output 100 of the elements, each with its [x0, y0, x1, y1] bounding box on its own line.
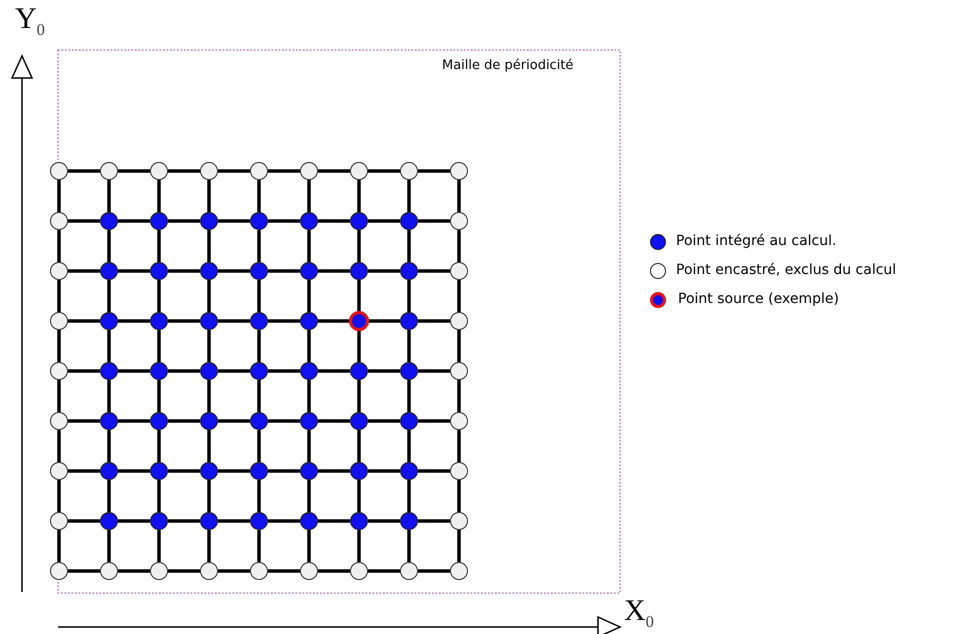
- computed-point: [300, 512, 318, 530]
- fixed-point: [50, 412, 68, 430]
- grid-line: [157, 380, 161, 412]
- fixed-point: [450, 562, 468, 580]
- grid-line: [118, 419, 150, 423]
- computed-point: [150, 362, 168, 380]
- grid-line: [357, 530, 361, 562]
- grid-line: [207, 230, 211, 262]
- grid-line: [168, 569, 200, 573]
- computed-point: [150, 212, 168, 230]
- fixed-point: [100, 562, 118, 580]
- computed-point: [250, 462, 268, 480]
- legend-text: Point intégré au calcul.: [676, 233, 836, 249]
- grid-line: [257, 480, 261, 512]
- grid-line: [268, 319, 300, 323]
- fixed-point: [450, 412, 468, 430]
- grid-line: [307, 530, 311, 562]
- fixed-point: [50, 212, 68, 230]
- grid-line: [218, 169, 250, 173]
- grid-line: [118, 469, 150, 473]
- grid-line: [368, 369, 400, 373]
- grid-line: [157, 230, 161, 262]
- grid-line: [307, 480, 311, 512]
- grid-line: [318, 269, 350, 273]
- computed-point: [400, 312, 418, 330]
- grid-line: [418, 169, 450, 173]
- grid-line: [118, 169, 150, 173]
- grid-line: [457, 180, 461, 212]
- grid-line: [218, 269, 250, 273]
- fixed-point: [50, 312, 68, 330]
- grid-line: [257, 380, 261, 412]
- legend-text: Point encastré, exclus du calcul: [676, 262, 896, 278]
- grid-line: [118, 569, 150, 573]
- grid-line: [368, 419, 400, 423]
- grid-line: [107, 330, 111, 362]
- fixed-point: [400, 562, 418, 580]
- grid-line: [57, 230, 61, 262]
- grid-line: [357, 230, 361, 262]
- grid-line: [318, 469, 350, 473]
- source-point: [349, 311, 369, 331]
- computed-point: [350, 512, 368, 530]
- grid-line: [357, 430, 361, 462]
- grid-line: [118, 219, 150, 223]
- grid-line: [268, 469, 300, 473]
- grid-line: [218, 569, 250, 573]
- grid-line: [407, 480, 411, 512]
- grid-line: [307, 380, 311, 412]
- computed-point: [300, 412, 318, 430]
- grid-line: [168, 519, 200, 523]
- grid-line: [68, 419, 100, 423]
- axis-label: X$_{0}$: [624, 596, 654, 630]
- grid-line: [457, 380, 461, 412]
- grid-line: [368, 469, 400, 473]
- computed-point: [100, 212, 118, 230]
- grid-line: [107, 280, 111, 312]
- grid-line: [307, 180, 311, 212]
- grid-line: [107, 230, 111, 262]
- fixed-point: [100, 162, 118, 180]
- grid-line: [118, 269, 150, 273]
- computed-point: [300, 262, 318, 280]
- grid-line: [257, 180, 261, 212]
- grid-line: [418, 219, 450, 223]
- grid-line: [107, 380, 111, 412]
- computed-point: [250, 412, 268, 430]
- grid-line: [218, 419, 250, 423]
- fixed-point: [450, 212, 468, 230]
- computed-point: [150, 312, 168, 330]
- grid-line: [168, 269, 200, 273]
- axis-label: Y$_{0}$: [15, 4, 45, 38]
- grid-line: [107, 480, 111, 512]
- grid-line: [218, 319, 250, 323]
- grid-line: [168, 369, 200, 373]
- grid-line: [168, 419, 200, 423]
- grid-line: [457, 530, 461, 562]
- fixed-point: [250, 562, 268, 580]
- grid-line: [57, 280, 61, 312]
- grid-line: [307, 230, 311, 262]
- grid-line: [457, 230, 461, 262]
- grid-line: [218, 369, 250, 373]
- fixed-point: [50, 162, 68, 180]
- computed-point: [300, 312, 318, 330]
- grid-line: [357, 280, 361, 312]
- grid-line: [368, 219, 400, 223]
- computed-point: [400, 462, 418, 480]
- computed-point: [200, 412, 218, 430]
- grid-line: [57, 530, 61, 562]
- grid-line: [257, 530, 261, 562]
- computed-point: [350, 262, 368, 280]
- computed-point: [100, 412, 118, 430]
- grid-line: [268, 269, 300, 273]
- fixed-point: [450, 162, 468, 180]
- grid-line: [157, 480, 161, 512]
- grid-line: [357, 380, 361, 412]
- legend-text: Point source (exemple): [678, 291, 839, 307]
- fixed-point: [50, 512, 68, 530]
- grid-line: [307, 430, 311, 462]
- grid-line: [118, 319, 150, 323]
- grid-line: [257, 430, 261, 462]
- computed-point: [400, 262, 418, 280]
- grid-line: [407, 380, 411, 412]
